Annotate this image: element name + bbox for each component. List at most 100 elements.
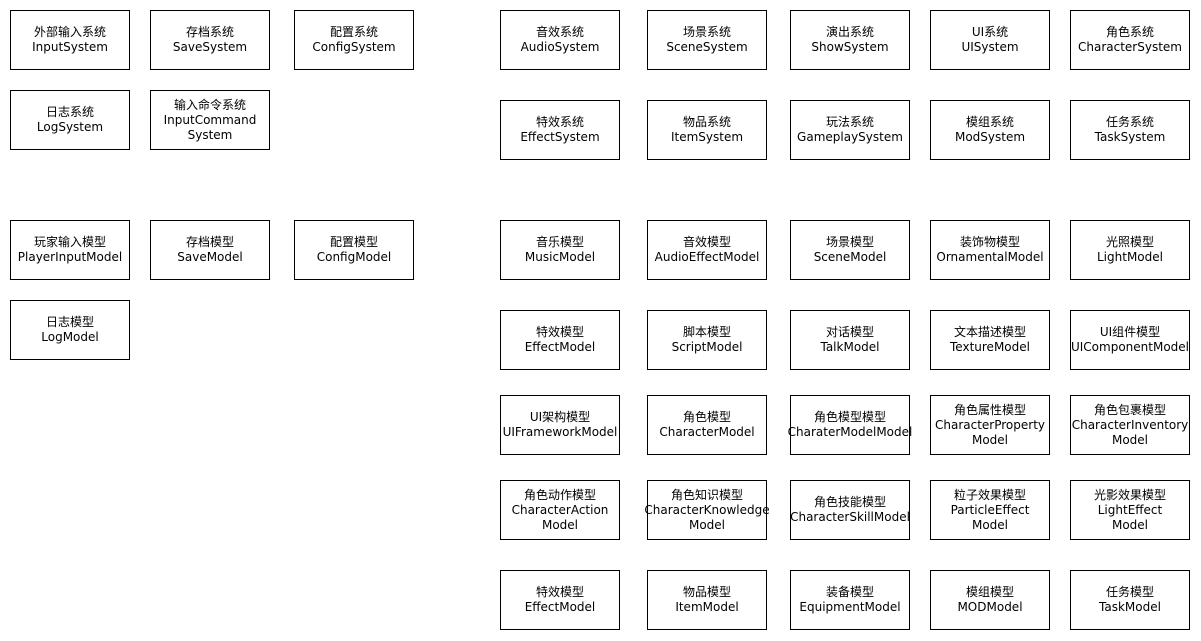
box-title-zh: UI系统 [971,25,1009,39]
box-title-zh: 特效模型 [535,325,584,339]
box-title-zh: 特效模型 [535,585,584,599]
box-title-zh: 物品模型 [682,585,731,599]
box-title-en: Model [1111,517,1149,532]
box-title-en: LightModel [1097,250,1163,264]
box-title-zh: 存档系统 [185,25,234,39]
box-title-zh: 粒子效果模型 [953,487,1026,502]
box-title-en: Model [971,432,1009,447]
box-title-en: CharacterInventory [1071,417,1189,432]
box-title-zh: 配置系统 [329,25,378,39]
box-title-en: AudioSystem [520,40,600,54]
box-title-en: LogModel [41,330,99,344]
box-title-en: TaskSystem [1094,130,1166,144]
box-title-zh: 玩法系统 [825,115,874,129]
box-title-zh: 脚本模型 [682,325,731,339]
box-title-en: ConfigSystem [312,40,396,54]
box-title-zh: 场景模型 [825,235,874,249]
box-title-zh: 角色包裹模型 [1093,402,1166,417]
box-title-zh: 玩家输入模型 [33,235,106,249]
box-title-zh: 场景系统 [682,25,731,39]
box-title-en: CharacterModel [659,425,755,439]
box-title-zh: 任务系统 [1105,115,1154,129]
box-title-en: Model [541,517,579,532]
box-title-en: ConfigModel [316,250,392,264]
box-title-en: EffectSystem [520,130,600,144]
box-title-zh: 对话模型 [825,325,874,339]
box-title-zh: 配置模型 [329,235,378,249]
box-title-zh: UI架构模型 [529,410,591,424]
box-title-en: UISystem [961,40,1019,54]
box-title-en: AudioEffectModel [654,250,760,264]
box-title-en: EffectModel [524,340,596,354]
box-title-zh: 角色技能模型 [813,495,886,509]
box-title-zh: 装备模型 [825,585,874,599]
box-title-en: OrnamentalModel [936,250,1044,264]
box-title-en: Model [971,517,1009,532]
box-title-zh: 模组系统 [965,115,1014,129]
box-title-en: EquipmentModel [799,600,901,614]
box-title-zh: 演出系统 [825,25,874,39]
box-title-en: GameplaySystem [797,130,903,144]
box-title-zh: 外部输入系统 [33,25,106,39]
box-title-en: ItemModel [675,600,739,614]
box-title-en: TaskModel [1099,600,1161,614]
box-title-en: CharacterSystem [1078,40,1182,54]
box-title-en: TextureModel [950,340,1030,354]
box-title-en: UIFrameworkModel [502,425,618,439]
box-title-zh: 角色动作模型 [523,487,596,502]
box-title-en: MODModel [957,600,1023,614]
box-title-zh: 日志模型 [45,315,94,329]
box-title-en: PlayerInputModel [17,250,123,264]
box-title-zh: 任务模型 [1105,585,1154,599]
box-title-zh: 光影效果模型 [1093,487,1166,502]
box-title-en: EffectModel [524,600,596,614]
box-title-en: ParticleEffect [950,502,1030,517]
box-title-zh: 文本描述模型 [953,325,1026,339]
box-title-zh: 音乐模型 [535,235,584,249]
box-title-zh: 角色知识模型 [670,487,743,502]
box-title-zh: 日志系统 [45,105,94,119]
box-title-zh: 光照模型 [1105,235,1154,249]
box-title-zh: 角色模型模型 [813,410,886,424]
box-title-en: CharacterAction [511,502,609,517]
box-title-zh: 音效系统 [535,25,584,39]
box-title-en: SceneModel [813,250,887,264]
box-title-en: SceneSystem [666,40,748,54]
box-title-en: LightEffect [1097,502,1163,517]
box-title-zh: 输入命令系统 [173,97,246,112]
box-title-zh: 模组模型 [965,585,1014,599]
box-title-en: CharaterModelModel [787,425,913,439]
box-title-en: SaveModel [177,250,243,264]
box-title-zh: 角色属性模型 [953,402,1026,417]
box-title-zh: 物品系统 [682,115,731,129]
